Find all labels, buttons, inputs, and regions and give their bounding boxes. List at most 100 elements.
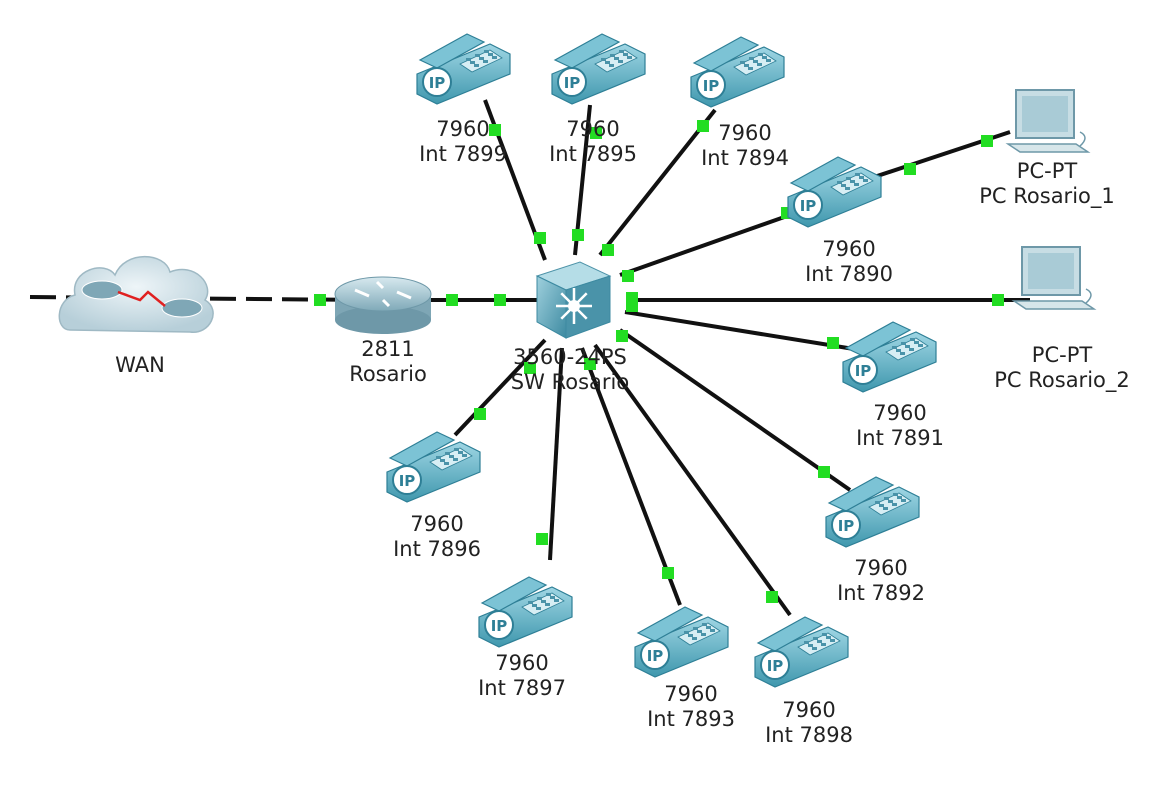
ports-layer	[314, 120, 1004, 603]
ip-phone-7895-name: Int 7895	[549, 142, 637, 166]
ip-phone-7898-model: 7960	[782, 698, 836, 722]
ip-phone-7899-name: Int 7899	[419, 142, 507, 166]
ip-phone-icon[interactable]: IP	[690, 36, 785, 108]
ip-badge-text: IP	[703, 77, 720, 95]
ip-phone-icon[interactable]: IP	[842, 321, 937, 393]
wan-label: WAN	[115, 353, 165, 378]
ip-phone-icon[interactable]: IP	[634, 606, 729, 678]
ip-phone-7893-name: Int 7893	[647, 707, 735, 731]
link-port-indicator	[827, 337, 839, 349]
ip-phone-7894-name: Int 7894	[701, 146, 789, 170]
ip-badge-text: IP	[838, 517, 855, 535]
pc-rosario-2-model: PC-PT	[1031, 343, 1093, 367]
ip-phone-7896-model: 7960	[410, 512, 464, 536]
router-icon[interactable]	[334, 276, 432, 334]
link-port-indicator	[494, 294, 506, 306]
link-switch-ph7892	[618, 328, 852, 492]
pc-icon[interactable]	[1011, 246, 1097, 310]
ip-phone-icon[interactable]: IP	[825, 476, 920, 548]
link-port-indicator	[697, 120, 709, 132]
multilayer-switch-icon[interactable]	[535, 261, 612, 339]
ip-phone-icon[interactable]: IP	[787, 156, 882, 228]
link-port-indicator	[602, 244, 614, 256]
link-port-indicator	[584, 358, 596, 370]
link-switch-ph7891	[624, 310, 861, 352]
ip-phone-7897-name: Int 7897	[478, 676, 566, 700]
ip-phone-icon[interactable]: IP	[754, 616, 849, 688]
ip-phone-7898-name: Int 7898	[765, 723, 853, 747]
link-switch-ph7897	[548, 347, 564, 561]
link-port-indicator	[314, 294, 326, 306]
link-port-indicator	[992, 294, 1004, 306]
pc-rosario-1-model: PC-PT	[1016, 159, 1078, 183]
link-port-indicator	[766, 591, 778, 603]
link-port-indicator	[818, 466, 830, 478]
ip-phone-7891-name: Int 7891	[856, 426, 944, 450]
ip-badge-text: IP	[491, 617, 508, 635]
link-switch-ph7898	[593, 343, 792, 617]
link-port-indicator	[446, 294, 458, 306]
link-port-indicator	[622, 270, 634, 282]
pc-icon[interactable]	[1005, 89, 1091, 153]
ip-phone-7895-model: 7960	[566, 117, 620, 141]
ip-badge-text: IP	[429, 74, 446, 92]
ip-phone-icon[interactable]: IP	[478, 576, 573, 648]
ip-phone-icon[interactable]: IP	[551, 33, 646, 105]
devices-layer: IP IP IP IP IP IP IP IP IP IP	[58, 33, 1097, 688]
ip-phone-icon[interactable]: IP	[416, 33, 511, 105]
link-port-indicator	[474, 408, 486, 420]
link-port-indicator	[626, 300, 638, 312]
ip-phone-7894-model: 7960	[718, 121, 772, 145]
ip-badge-text: IP	[767, 657, 784, 675]
ip-phone-7890-name: Int 7890	[805, 262, 893, 286]
link-port-indicator	[590, 127, 602, 139]
ip-phone-7893-model: 7960	[664, 682, 718, 706]
switch-name: SW Rosario	[510, 370, 630, 394]
link-switch-ph7893	[580, 347, 682, 606]
pc-rosario-1-name: PC Rosario_1	[979, 184, 1115, 208]
ip-phone-7896-name: Int 7896	[393, 537, 481, 561]
link-switch-ph7890	[619, 213, 791, 277]
link-switch-ph7896	[453, 338, 547, 437]
ip-phone-7892-name: Int 7892	[837, 581, 925, 605]
ip-badge-text: IP	[564, 74, 581, 92]
ip-badge-text: IP	[647, 647, 664, 665]
link-port-indicator	[616, 330, 628, 342]
ip-badge-text: IP	[399, 472, 416, 490]
ip-badge-text: IP	[800, 197, 817, 215]
wan-name: WAN	[115, 353, 165, 377]
link-port-indicator	[981, 135, 993, 147]
link-port-indicator	[904, 163, 916, 175]
ip-phone-7892-model: 7960	[854, 556, 908, 580]
ip-phone-7899-model: 7960	[436, 117, 490, 141]
ip-phone-7890-model: 7960	[822, 237, 876, 261]
ip-phone-7891-model: 7960	[873, 401, 927, 425]
ip-phone-7897-model: 7960	[495, 651, 549, 675]
router-name: Rosario	[349, 362, 427, 386]
link-port-indicator	[489, 124, 501, 136]
ip-badge-text: IP	[855, 362, 872, 380]
link-port-indicator	[572, 229, 584, 241]
link-port-indicator	[662, 567, 674, 579]
pc-rosario-2-name: PC Rosario_2	[994, 368, 1130, 392]
link-port-indicator	[536, 533, 548, 545]
ip-phone-icon[interactable]: IP	[386, 431, 481, 503]
cloud-icon[interactable]	[58, 255, 214, 333]
router-model: 2811	[361, 337, 415, 361]
